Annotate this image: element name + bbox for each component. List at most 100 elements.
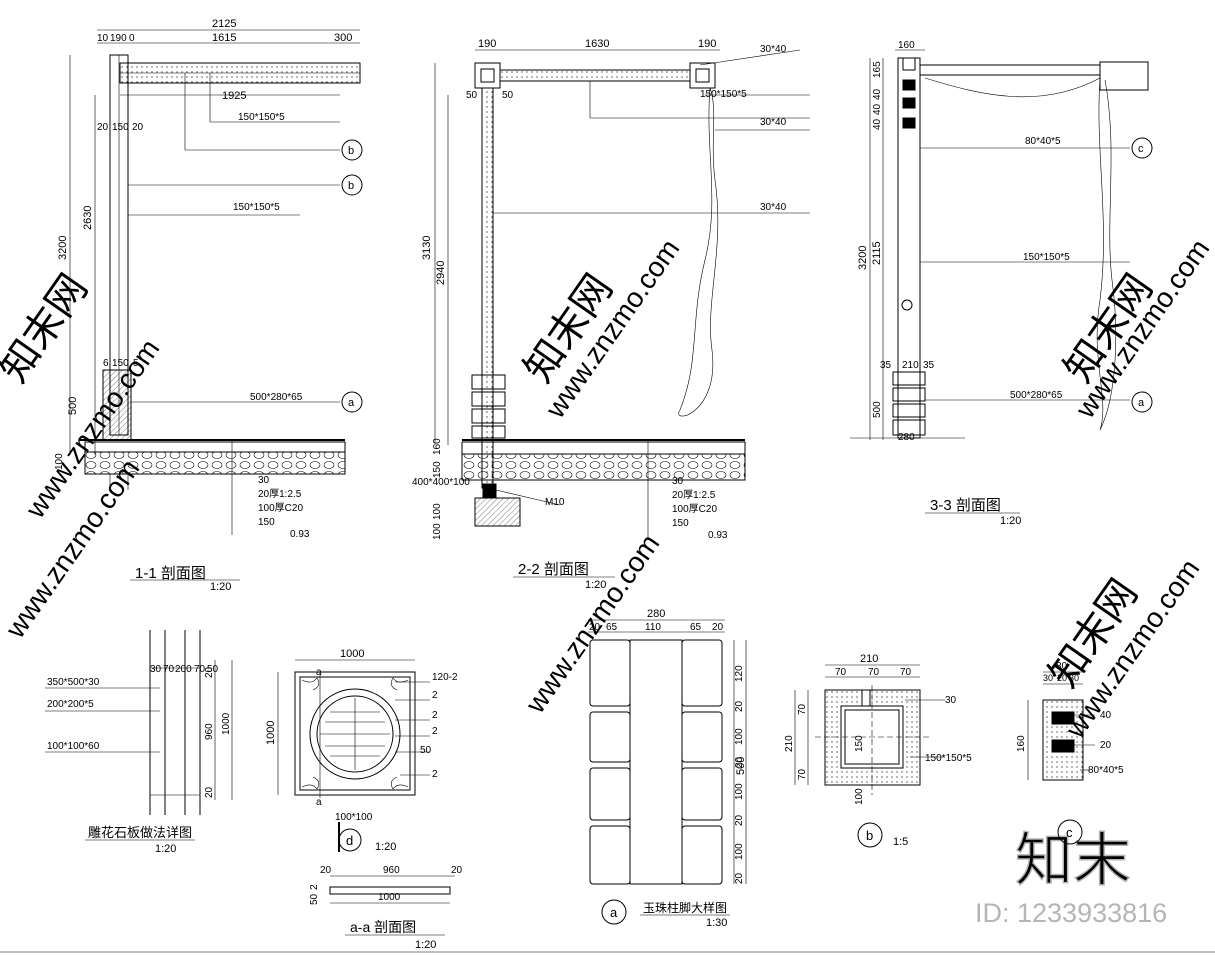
- dim-text: 110: [645, 622, 661, 633]
- dim-text: 165: [872, 61, 883, 78]
- dim-text: 50: [309, 893, 320, 905]
- layer-text: 0.93: [290, 529, 310, 540]
- layer-text: 20厚1:2.5: [672, 489, 716, 501]
- dim-text: 20: [712, 622, 724, 633]
- dim-text: 2125: [212, 18, 236, 30]
- dim-text: 20: [451, 865, 463, 876]
- note-text: 150*150*5: [238, 112, 285, 123]
- dim-text: 70: [900, 667, 912, 678]
- layer-text: 30: [672, 476, 684, 487]
- watermark-id: ID: 1233933816: [975, 898, 1167, 928]
- dim-text: 100: [854, 788, 865, 805]
- dim-text: 1000: [340, 648, 364, 660]
- detail-label: d: [346, 833, 353, 848]
- section-2-2: 190 1630 190 3130 2940 50 50 150 160 100…: [412, 38, 810, 591]
- dim-text: 100: [734, 783, 745, 800]
- dim-text: 20: [132, 122, 144, 133]
- note-text: 150*150*5: [925, 753, 972, 764]
- section-title: 1-1 剖面图: [135, 565, 206, 582]
- dim-text: 40: [872, 103, 883, 115]
- dim-text: 100: [432, 503, 443, 520]
- note-text: 30*40: [760, 202, 787, 213]
- dim-text: 70: [194, 664, 206, 675]
- section-1-1: 2125 10 190 0 1615 300 1925 3200 2630 50…: [54, 18, 363, 593]
- dim-text: 40: [872, 118, 883, 130]
- layer-text: 150: [672, 518, 689, 529]
- dim-text: 20: [734, 700, 745, 712]
- section-title: 2-2 剖面图: [518, 561, 589, 578]
- note-text: 2: [432, 690, 438, 701]
- callout-label: b: [348, 145, 354, 157]
- dim-text: 10: [97, 33, 109, 44]
- callout-label: a: [1138, 397, 1145, 409]
- detail-label-circle: [601, 899, 627, 925]
- dim-text: 2115: [871, 241, 883, 265]
- dim-text: 5: [133, 358, 139, 369]
- detail-title: 雕花石板做法详图: [88, 825, 192, 840]
- dim-text: 20: [1057, 673, 1067, 683]
- dim-text: 3200: [57, 236, 69, 260]
- dim-text: 1925: [222, 90, 246, 102]
- note-text: 400*400*100: [412, 477, 470, 488]
- dim-text: 150: [432, 461, 443, 478]
- dim-text: 500: [735, 757, 747, 775]
- dim-text: 1000: [265, 721, 277, 745]
- note-text: 40: [1100, 710, 1112, 721]
- dim-text: 100: [734, 728, 745, 745]
- section-marker: a: [316, 667, 322, 678]
- dim-text: 35: [880, 360, 892, 371]
- dim-text: 120: [734, 665, 745, 682]
- callout-circle: [341, 391, 363, 413]
- note-text: 150*150*5: [1023, 252, 1070, 263]
- dim-text: 1630: [585, 38, 609, 50]
- dim-text: 3130: [421, 236, 433, 260]
- note-text: 150*150*5: [700, 89, 747, 100]
- dim-text: 20: [589, 622, 601, 633]
- watermark-logo-big: 知末: [1015, 828, 1131, 893]
- detail-title: a-a 剖面图: [350, 919, 416, 935]
- dim-text: 210: [902, 360, 919, 371]
- section-scale: 1:20: [210, 581, 231, 593]
- dim-text: 160: [1016, 735, 1027, 752]
- detail-c-beam-section: 80 30 20 30 160 40 20 80*40*5 c: [1016, 661, 1124, 845]
- dim-text: 160: [898, 40, 915, 51]
- section-3-3: 160 3200 2115 165 40 40 40 500 35 210 35…: [850, 40, 1153, 527]
- detail-title: 玉珠柱脚大样图: [643, 900, 727, 915]
- dim-text: 280: [898, 432, 915, 443]
- note-text: 80*40*5: [1088, 765, 1124, 776]
- dim-text: 30: [1069, 673, 1079, 683]
- dim-text: 190: [478, 38, 496, 50]
- dim-text: 500: [872, 401, 883, 418]
- detail-b-post-section: 210 70 70 70 210 70 70 150 100 30 150*15…: [784, 653, 972, 848]
- note-text: 500*280*65: [1010, 390, 1063, 401]
- dim-text: 70: [868, 667, 880, 678]
- note-text: 2: [432, 710, 438, 721]
- dim-text: 35: [923, 360, 935, 371]
- note-text: 500*280*65: [250, 392, 303, 403]
- dim-text: 500: [67, 397, 79, 415]
- detail-scale: 1:5: [893, 836, 908, 848]
- dim-text: 20: [97, 122, 109, 133]
- note-text: 100*100: [335, 812, 373, 823]
- detail-label-circle: [1057, 819, 1083, 845]
- section-marker: a: [316, 797, 322, 808]
- dim-text: 30: [150, 664, 162, 675]
- detail-a-pillar-base: 280 20 65 110 65 20 120 20 100 20 100 20…: [588, 608, 747, 929]
- dim-text: 30: [1043, 673, 1053, 683]
- dim-text: 300: [334, 32, 352, 44]
- dim-text: 20: [204, 786, 215, 798]
- dim-text: 280: [647, 608, 665, 620]
- layer-text: 150: [258, 517, 275, 528]
- dim-text: 65: [606, 622, 618, 633]
- dim-text: 2940: [435, 261, 447, 285]
- detail-a-a-section: 20 960 20 1000 50 2 a-a 剖面图 1:20: [309, 865, 463, 951]
- note-text: 2: [432, 726, 438, 737]
- dim-text: 150: [112, 358, 129, 369]
- note-text: 30*40: [760, 44, 787, 55]
- section-scale: 1:20: [585, 579, 606, 591]
- dim-text: 6: [103, 358, 109, 369]
- dim-text: 0: [129, 33, 135, 44]
- dim-text: 70: [163, 664, 175, 675]
- detail-label: c: [1066, 825, 1073, 840]
- dim-text: 2630: [82, 206, 94, 230]
